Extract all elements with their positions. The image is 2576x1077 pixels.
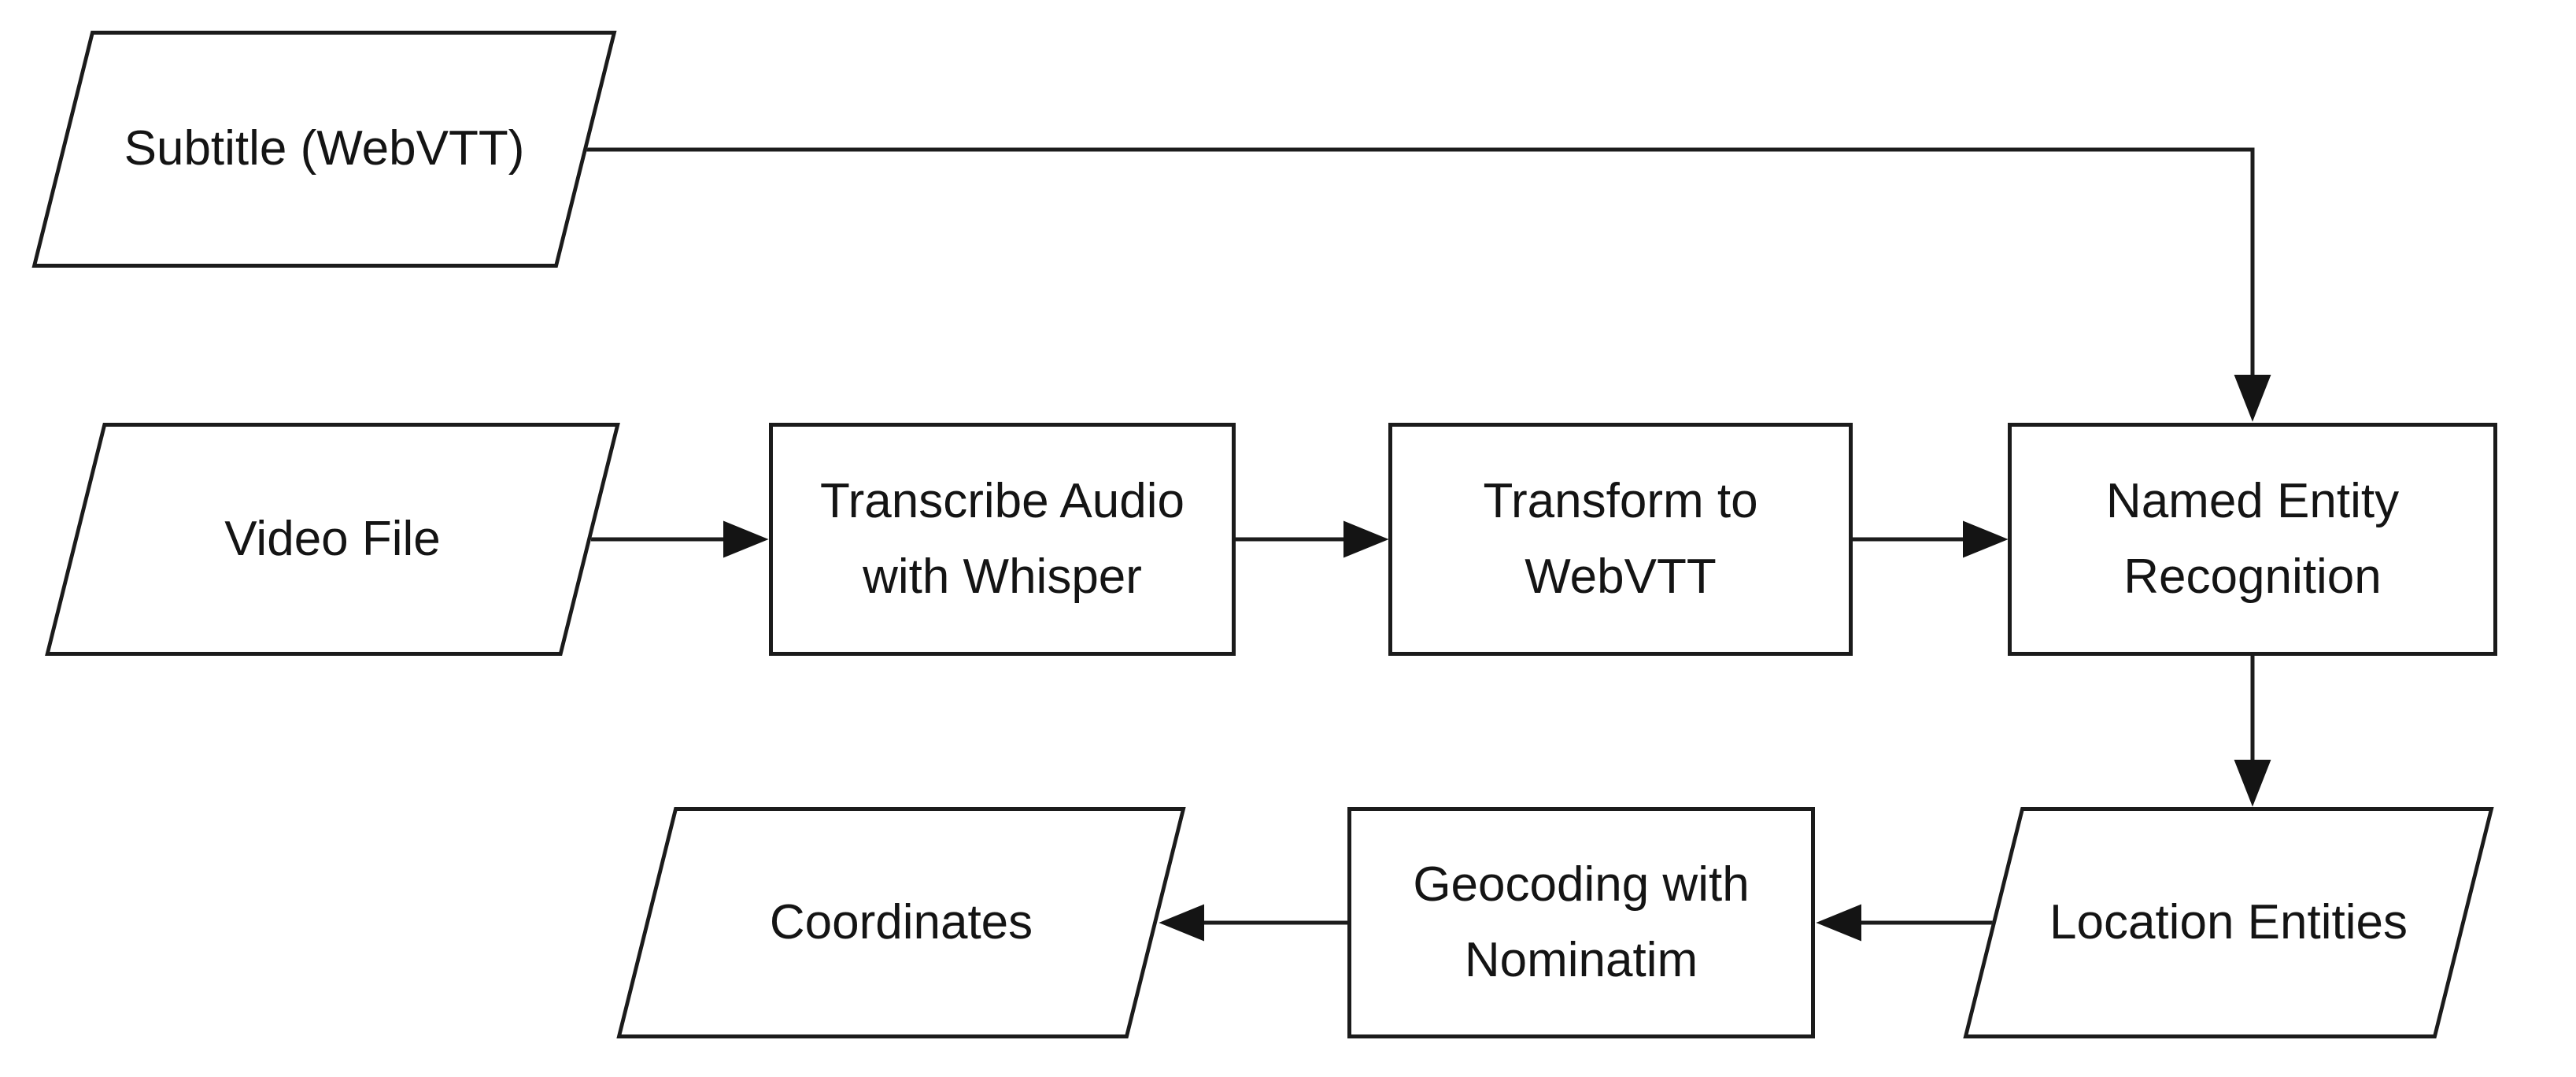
process-box-shape [769,423,1236,656]
node-label: Transform to WebVTT [1483,473,1758,604]
node-geocoding-nominatim: Geocoding with Nominatim [1347,807,1815,1038]
node-transform-to-webvtt: Transform to WebVTT [1388,423,1853,656]
node-label: Named Entity Recognition [2105,473,2400,604]
node-label: Coordinates [769,894,1033,949]
edge-ner-to-location-entities [2234,656,2271,807]
edge-location-entities-to-geocoding [1816,904,1994,942]
node-label: Video File [224,511,441,566]
edge-video-file-to-transcribe [591,520,769,558]
node-label: Location Entities [2049,894,2408,949]
node-subtitle-webvtt: Subtitle (WebVTT) [31,31,617,268]
node-label: Transcribe Audio with Whisper [820,473,1185,604]
process-box-shape [2008,423,2497,656]
edge-transform-to-ner [1853,520,2009,558]
process-box-shape [1347,807,1815,1038]
node-named-entity-recognition: Named Entity Recognition [2008,423,2497,656]
node-video-file: Video File [45,423,620,656]
edge-transcribe-to-transform [1236,520,1389,558]
node-coordinates: Coordinates [616,807,1186,1038]
node-location-entities: Location Entities [1963,807,2494,1038]
process-box-shape [1388,423,1853,656]
node-label: Subtitle (WebVTT) [124,121,525,176]
edge-geocoding-to-coordinates [1159,904,1347,942]
edge-subtitle-to-ner [586,147,2271,422]
node-label: Geocoding with Nominatim [1413,857,1750,987]
node-transcribe-audio: Transcribe Audio with Whisper [769,423,1236,656]
